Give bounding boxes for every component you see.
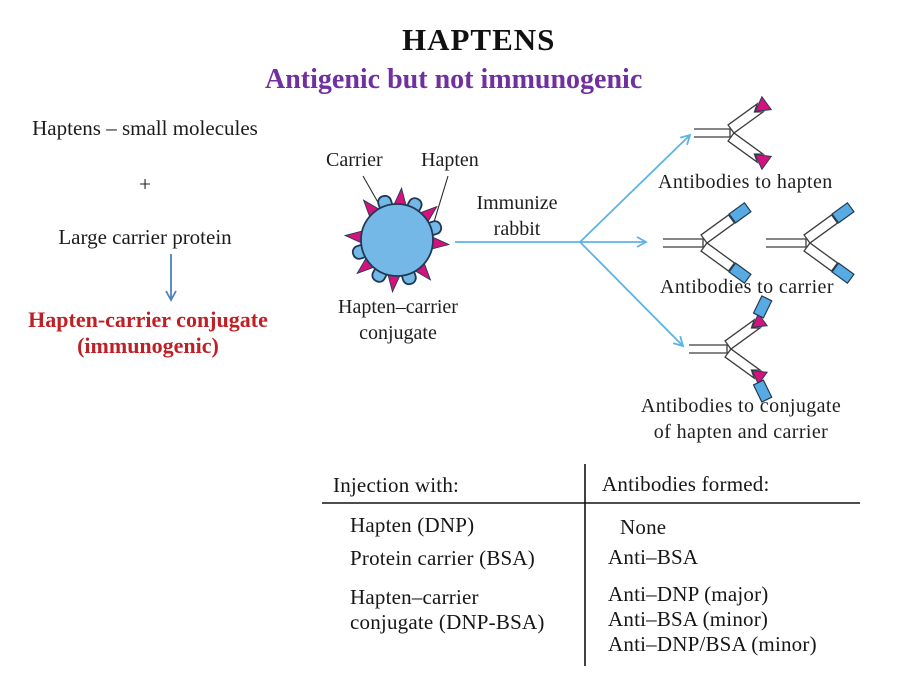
table-cell-injection-3a: Hapten–carrier <box>350 585 479 609</box>
conjugate-result-text: Hapten-carrier conjugate <box>28 307 268 332</box>
antibody-to-hapten-icon <box>694 97 771 170</box>
hapten-carrier-conjugate-icon <box>343 186 451 294</box>
table-cell-formed-3b: Anti–BSA (minor) <box>608 607 769 631</box>
injection-header: Injection with: <box>333 473 460 497</box>
haptens-text: Haptens – small molecules <box>32 116 258 140</box>
carrier-protein-text: Large carrier protein <box>58 225 232 249</box>
antibody-hapten-label: Antibodies to hapten <box>658 171 833 193</box>
page-subtitle: Antigenic but not immunogenic <box>265 64 643 95</box>
antibody-to-carrier-icon-2 <box>766 203 854 283</box>
antibody-carrier-label: Antibodies to carrier <box>660 276 834 298</box>
table-cell-injection-1: Hapten (DNP) <box>350 513 475 537</box>
antibodies-header: Antibodies formed: <box>602 472 770 496</box>
branch-arrow-top <box>579 133 692 243</box>
immunize-line2: rabbit <box>493 218 541 240</box>
blob-caption: Hapten–carrier conjugate <box>310 294 486 346</box>
table-cell-formed-2: Anti–BSA <box>608 545 699 569</box>
immunize-rabbit-text: Immunize rabbit <box>457 190 577 242</box>
table-cell-injection-3b: conjugate (DNP-BSA) <box>350 610 545 634</box>
blob-caption-line2: conjugate <box>359 322 437 344</box>
table-cell-formed-3a: Anti–DNP (major) <box>608 582 769 606</box>
antibody-to-conjugate-icon <box>689 293 782 405</box>
table-cell-injection-2: Protein carrier (BSA) <box>350 546 535 570</box>
blob-caption-line1: Hapten–carrier <box>338 296 458 318</box>
antibody-to-carrier-icon-1 <box>663 203 751 283</box>
plus-sign: + <box>139 172 151 196</box>
antibody-conjugate-label-line2: of hapten and carrier <box>653 421 829 443</box>
carrier-label: Carrier <box>326 149 383 171</box>
branch-arrow-bottom <box>579 241 685 348</box>
page-title: HAPTENS <box>402 22 556 57</box>
hapten-label: Hapten <box>421 149 479 171</box>
table-cell-formed-1: None <box>620 515 667 539</box>
hapten-pointer-line <box>433 175 449 223</box>
table-cell-formed-3c: Anti–DNP/BSA (minor) <box>608 632 817 656</box>
immunize-line1: Immunize <box>476 192 558 214</box>
antibody-conjugate-label-line1: Antibodies to conjugate <box>640 395 842 417</box>
carrier-body <box>360 203 434 277</box>
immunogenic-text: (immunogenic) <box>77 333 219 358</box>
antibody-conjugate-label: Antibodies to conjugate of hapten and ca… <box>605 393 877 445</box>
